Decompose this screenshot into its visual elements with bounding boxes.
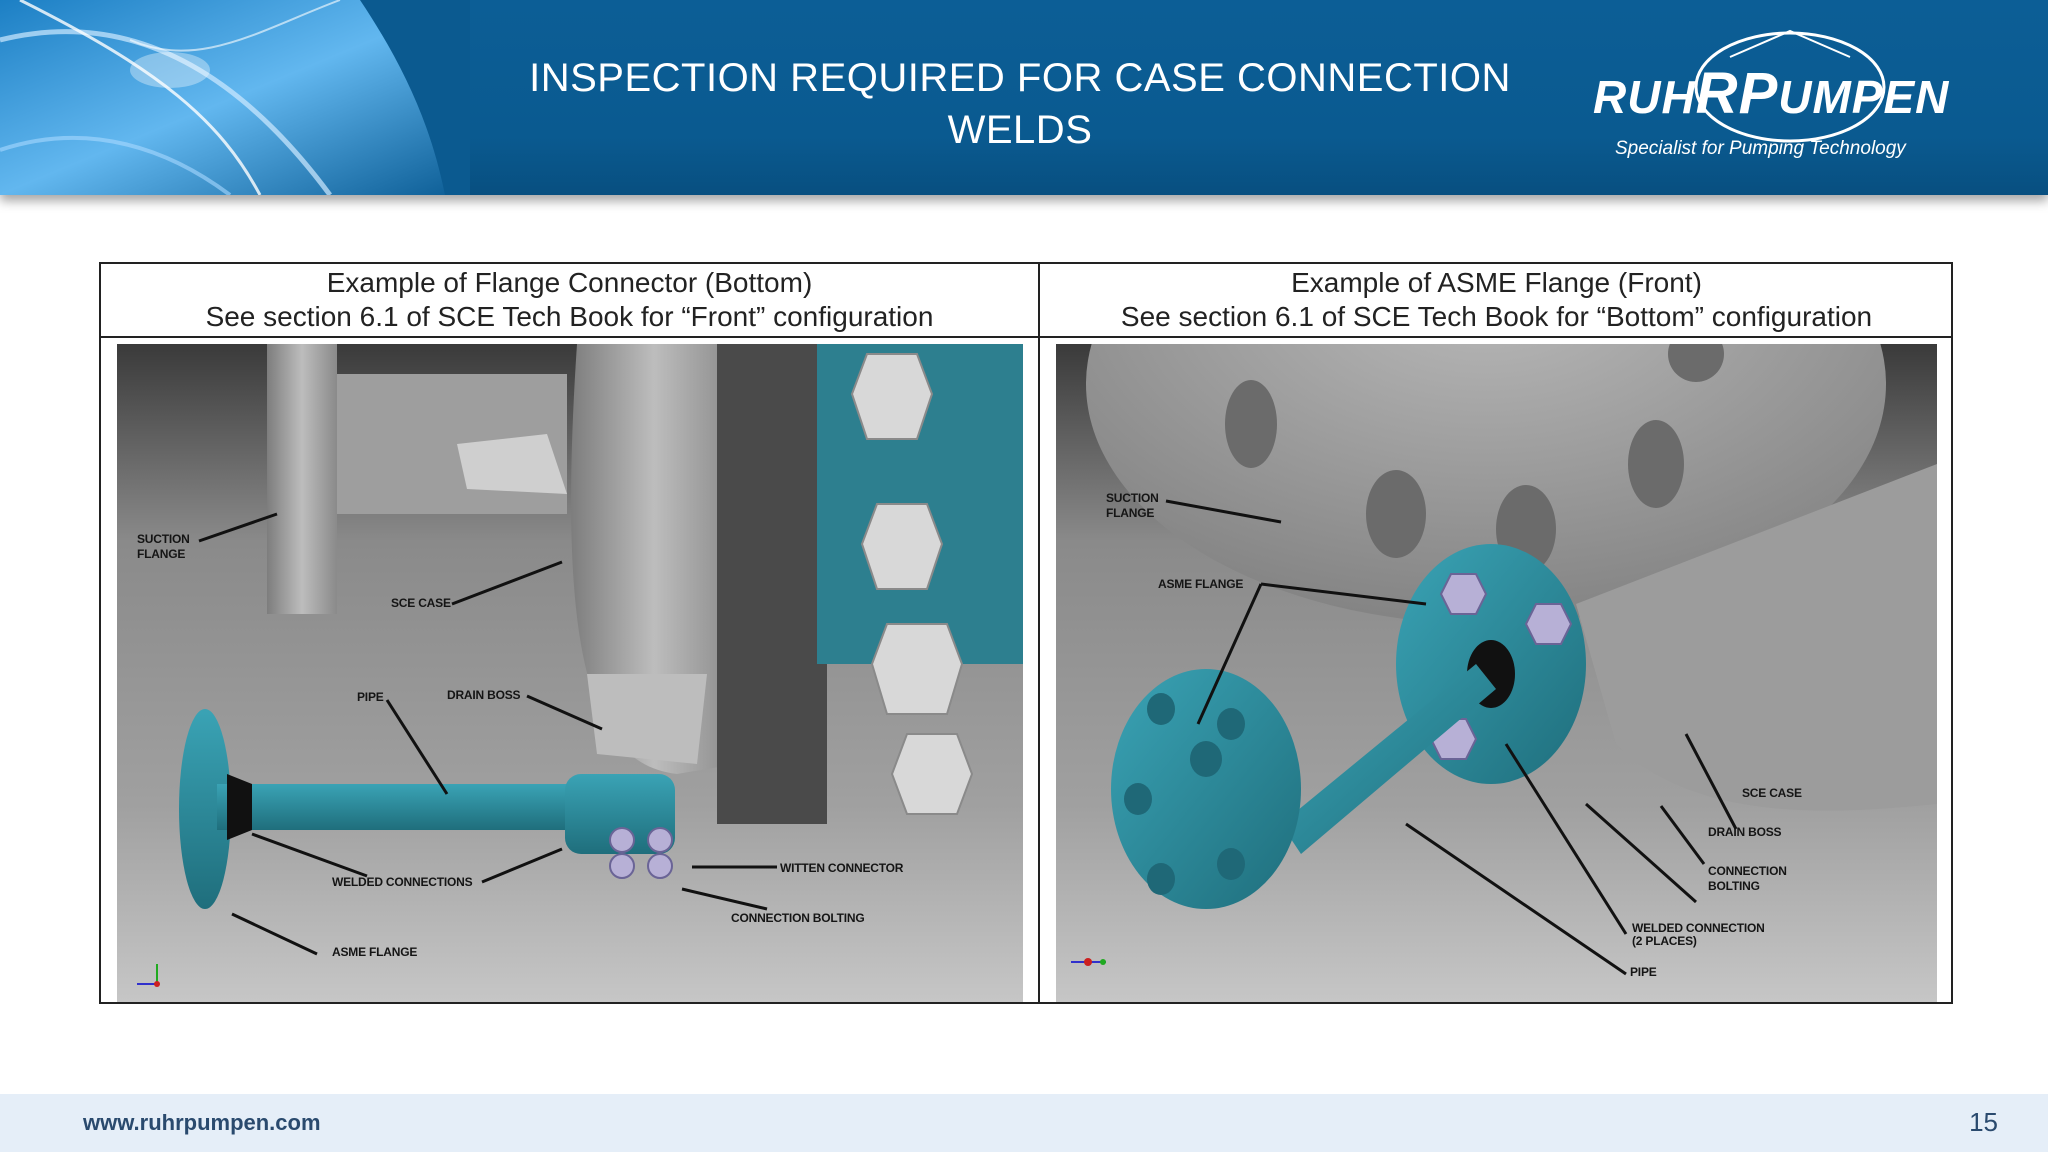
footer-url-link[interactable]: www.ruhrpumpen.com (83, 1110, 321, 1135)
axis-triad-icon-right (1071, 958, 1106, 966)
footer-bar: www.ruhrpumpen.com 15 (0, 1094, 2048, 1152)
label-welded-connections: WELDED CONNECTIONS (332, 875, 473, 889)
logo-tagline: Specialist for Pumping Technology (1615, 138, 1906, 159)
asme-flange-drawing (1071, 344, 1937, 976)
flange-connector-drawing (137, 344, 1023, 987)
left-caption-line2: See section 6.1 of SCE Tech Book for “Fr… (205, 301, 934, 332)
page-number: 15 (1969, 1107, 1998, 1137)
header-banner: INSPECTION REQUIRED FOR CASE CONNECTION … (0, 0, 2048, 195)
ruhrpumpen-logo: RUHRPUMPEN Specialist for Pumping Techno… (1585, 22, 2015, 172)
label-drain-boss-right: DRAIN BOSS (1708, 825, 1782, 839)
slide-title: INSPECTION REQUIRED FOR CASE CONNECTION … (470, 52, 1570, 156)
right-caption: Example of ASME Flange (Front) See secti… (1040, 266, 1953, 334)
left-caption: Example of Flange Connector (Bottom) See… (101, 266, 1038, 334)
label-welded-connection-right: WELDED CONNECTION(2 PLACES) (1632, 921, 1765, 948)
label-sce-case-right: SCE CASE (1742, 786, 1802, 800)
header-row-divider (101, 336, 1951, 338)
label-connection-bolting: CONNECTION BOLTING (731, 911, 865, 925)
label-pipe-right: PIPE (1630, 965, 1657, 979)
label-asme-flange: ASME FLANGE (332, 945, 418, 959)
right-caption-line1: Example of ASME Flange (Front) (1291, 267, 1702, 298)
label-drain-boss: DRAIN BOSS (447, 688, 521, 702)
right-caption-line2: See section 6.1 of SCE Tech Book for “Bo… (1120, 301, 1873, 332)
left-caption-line1: Example of Flange Connector (Bottom) (326, 267, 813, 298)
comparison-table: Example of Flange Connector (Bottom) See… (99, 262, 1953, 1004)
slide-title-line2: WELDS (947, 108, 1093, 152)
logo-ring-icon (1694, 29, 1886, 143)
label-sce-case: SCE CASE (391, 596, 451, 610)
logo-wordmark: RUHRPUMPEN (1593, 61, 1950, 126)
swirl-graphic (0, 0, 470, 195)
label-witten-connector: WITTEN CONNECTOR (780, 861, 904, 875)
slide-title-line1: INSPECTION REQUIRED FOR CASE CONNECTION (529, 56, 1511, 100)
column-divider (1038, 264, 1040, 1002)
label-asme-flange-right: ASME FLANGE (1158, 577, 1244, 591)
label-pipe: PIPE (357, 690, 384, 704)
axis-triad-icon (137, 964, 160, 987)
